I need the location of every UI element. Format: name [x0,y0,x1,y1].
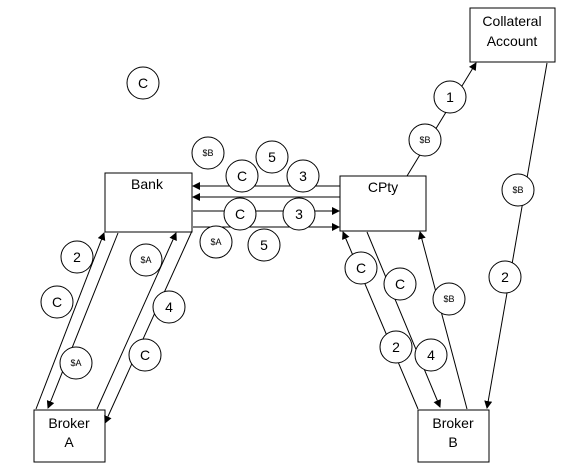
svg-text:$B: $B [202,148,213,158]
broker-a-box: Broker A [33,409,106,463]
bank-cpty-three-top-circle: 3 [286,159,320,193]
svg-text:4: 4 [165,299,173,315]
arrow-broker-a-to-bank-right [96,232,177,410]
arrow-broker-b-to-cpty-right [417,231,468,410]
svg-text:$A: $A [210,237,221,247]
svg-text:C: C [235,206,245,222]
svg-text:5: 5 [268,149,276,165]
bank-label: Bank [131,176,164,192]
svg-text:$A: $A [140,255,151,265]
arrow-bank-to-broker-a [46,232,119,409]
broker-b-label-line1: Broker [432,415,474,431]
svg-text:C: C [138,75,148,91]
svg-text:3: 3 [299,168,307,184]
svg-text:C: C [140,347,150,363]
svg-text:$B: $B [419,135,430,145]
collateral-label-line1: Collateral [482,13,541,29]
broker-a-dollar-a-lower-circle: $A [59,346,93,380]
svg-text:$B: $B [443,294,454,304]
svg-text:$B: $B [512,185,523,195]
broker-a-dollar-a-upper-circle: $A [129,243,163,277]
svg-text:2: 2 [392,339,400,355]
cpty-broker-b-c-right-circle: C [383,267,417,301]
arrow-bank-to-broker-a-right [104,230,193,424]
svg-text:1: 1 [446,89,454,105]
broker-a-c-right-circle: C [128,338,162,372]
broker-a-two-circle: 2 [60,240,94,274]
bank-box: Bank [104,172,193,233]
cpty-broker-b-dollar-b-circle: $B [432,282,466,316]
cpty-broker-b-four-circle: 4 [414,338,448,372]
cpty-broker-b-two-circle: 2 [379,330,413,364]
bank-cpty-five-bottom-circle: 5 [247,228,281,262]
arrow-broker-a-to-bank [35,232,106,410]
bank-cpty-c-bottom-circle: C [223,197,257,231]
collateral-account-box: Collateral Account [469,7,556,63]
cpty-label: CPty [368,179,398,195]
broker-a-c-left-circle: C [40,285,74,319]
svg-text:5: 5 [260,237,268,253]
svg-text:3: 3 [295,206,303,222]
collateral-dollar-b-left-circle: $B [408,123,442,157]
svg-text:C: C [52,294,62,310]
arrow-cpty-to-broker-b [366,231,441,408]
cpty-box: CPty [339,175,427,232]
bank-cpty-c-top-circle: C [225,159,259,193]
arrow-cpty-to-collateral [406,62,477,177]
svg-text:2: 2 [73,249,81,265]
broker-a-four-circle: 4 [152,290,186,324]
floating-c-circle: C [126,66,160,100]
collateral-label-line2: Account [487,33,538,49]
bank-cpty-three-bottom-circle: 3 [282,197,316,231]
cpty-broker-b-c-left-circle: C [344,251,378,285]
bank-cpty-dollar-a-circle: $A [199,225,233,259]
collateral-two-circle: 2 [488,260,522,294]
broker-b-label-line2: B [448,434,457,450]
svg-text:$A: $A [70,358,81,368]
collateral-dollar-b-right-circle: $B [501,173,535,207]
svg-text:4: 4 [427,347,435,363]
broker-a-label-line2: A [64,434,74,450]
svg-text:C: C [395,276,405,292]
svg-text:C: C [237,168,247,184]
collateral-one-circle: 1 [433,80,467,114]
broker-b-box: Broker B [417,409,490,463]
svg-text:C: C [356,260,366,276]
broker-a-label-line1: Broker [48,415,90,431]
arrow-collateral-to-broker-b [484,62,548,409]
svg-text:2: 2 [501,269,509,285]
bank-cpty-five-top-circle: 5 [255,140,289,174]
bank-cpty-dollar-b-circle: $B [191,136,225,170]
